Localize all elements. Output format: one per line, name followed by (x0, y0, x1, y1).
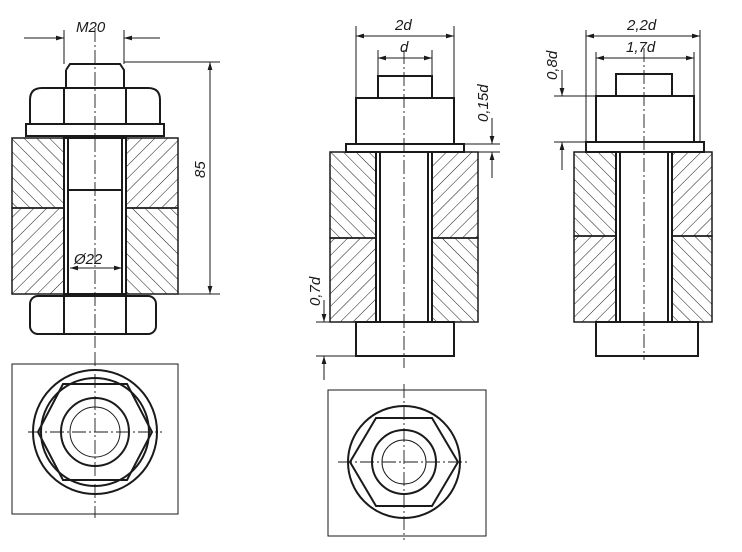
label-height: 85 (192, 161, 209, 178)
middle-bolt-assembly (316, 26, 500, 380)
left-bolt-assembly (11, 28, 220, 348)
label-1-7d: 1,7d (626, 39, 656, 56)
label-2d: 2d (394, 17, 412, 34)
label-d: d (400, 39, 409, 56)
middle-plan-view (327, 384, 487, 540)
label-hole-diameter: Ø22 (73, 251, 103, 268)
label-0-7d: 0,7d (307, 276, 324, 306)
left-plan-view (11, 352, 179, 518)
label-0-15d: 0,15d (475, 84, 492, 122)
label-m20: M20 (76, 19, 106, 36)
right-bolt-assembly (554, 30, 713, 360)
label-0-8d: 0,8d (544, 50, 561, 80)
label-2-2d: 2,2d (626, 17, 657, 34)
